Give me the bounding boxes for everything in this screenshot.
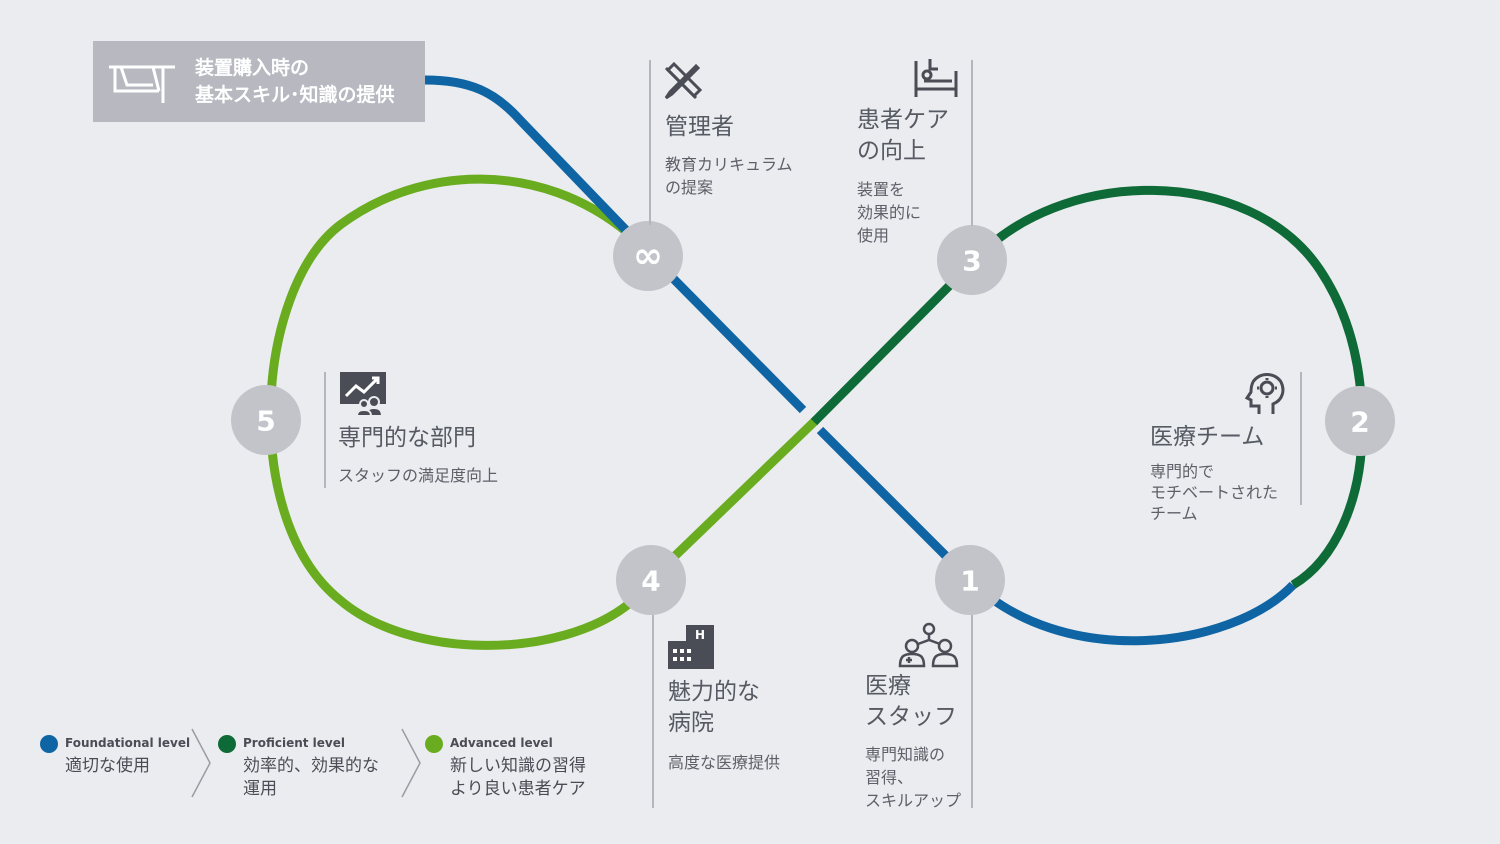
proficient-dot [218, 735, 236, 753]
node-4 [616, 545, 686, 615]
proficient-desc-2: 運用 [243, 779, 277, 799]
patient-care-section: 患者ケア の向上 装置を 効果的に 使用 [857, 105, 949, 247]
foundational-diagonal-lower [816, 426, 974, 584]
hospital-building-icon: H [668, 625, 714, 669]
node-infinity-label: ∞ [633, 236, 663, 277]
patient-care-desc-2: 効果的に [857, 203, 922, 222]
medical-staff-desc-2: 習得、 [865, 768, 914, 787]
medical-staff-divider [971, 615, 973, 808]
patient-care-desc-3: 使用 [857, 226, 890, 245]
patient-care-title-1: 患者ケア [857, 107, 949, 133]
department-desc: スタッフの満足度向上 [338, 466, 499, 485]
admin-desc-1: 教育カリキュラム [665, 155, 793, 174]
foundational-dot [40, 735, 58, 753]
proficient-diagonal [810, 259, 976, 426]
medical-team-desc-2: モチベートされた [1150, 483, 1279, 502]
banner-line-1: 装置購入時の [195, 57, 310, 79]
medical-staff-desc-3: スキルアップ [865, 791, 962, 810]
foundational-right-loop [966, 576, 1297, 646]
node-3 [937, 225, 1007, 295]
chevron-right-icon [401, 728, 421, 798]
pencil-ruler-icon [664, 61, 703, 100]
advanced-desc-2: より良い患者ケア [450, 779, 586, 799]
medical-staff-icon [898, 622, 959, 668]
foundational-entry [424, 75, 654, 259]
medical-staff-desc-1: 専門知識の [865, 745, 946, 764]
admin-desc-2: の提案 [665, 178, 714, 197]
hospital-bed-icon [914, 59, 958, 97]
node-1-label: 1 [960, 565, 979, 598]
svg-text:H: H [695, 628, 705, 642]
node-4-label: 4 [641, 565, 660, 598]
banner-line-2: 基本スキル･知識の提供 [195, 84, 395, 106]
presentation-chart-icon [340, 372, 386, 416]
medical-team-desc-1: 専門的で [1150, 462, 1215, 481]
admin-divider [649, 60, 651, 225]
hospital-section: 魅力的な 病院 高度な医療提供 [668, 677, 780, 774]
proficient-level-label: Proficient level [243, 736, 345, 750]
medical-team-title: 医療チーム [1150, 424, 1265, 450]
medical-staff-title-2: スタッフ [865, 704, 957, 730]
advanced-dot [425, 735, 443, 753]
hospital-divider [652, 615, 654, 808]
foundational-level-label: Foundational level [65, 736, 191, 750]
node-2 [1325, 386, 1395, 456]
foundational-diagonal-upper [646, 251, 807, 414]
patient-care-divider [971, 60, 973, 226]
admin-title: 管理者 [665, 114, 734, 140]
medical-team-section: 医療チーム 専門的で モチベートされた チーム [1150, 422, 1278, 524]
hospital-desc: 高度な医療提供 [668, 753, 781, 772]
start-banner: 装置購入時の 基本スキル･知識の提供 [93, 41, 425, 122]
hospital-title-1: 魅力的な [668, 679, 760, 705]
head-gear-icon [1245, 373, 1285, 414]
node-infinity [613, 221, 683, 291]
medical-staff-title-1: 医療 [865, 673, 911, 699]
proficient-desc-1: 効率的、効果的な [243, 756, 379, 776]
patient-care-desc-1: 装置を [857, 180, 906, 199]
teaching-board-icon [109, 65, 175, 103]
node-5-label: 5 [256, 405, 275, 438]
foundational-desc-1: 適切な使用 [65, 756, 150, 776]
node-3-label: 3 [962, 245, 981, 278]
patient-care-title-2: の向上 [857, 138, 926, 164]
node-2-label: 2 [1350, 406, 1369, 439]
advanced-level-label: Advanced level [450, 736, 553, 750]
medical-team-divider [1300, 372, 1302, 505]
node-1 [935, 545, 1005, 615]
hospital-title-2: 病院 [668, 710, 714, 736]
node-5 [231, 385, 301, 455]
department-section: 専門的な部門 スタッフの満足度向上 [338, 423, 498, 487]
department-divider [324, 372, 326, 488]
medical-team-desc-3: チーム [1150, 504, 1198, 523]
medical-staff-section: 医療 スタッフ 専門知識の 習得、 スキルアップ [865, 671, 961, 812]
advanced-desc-1: 新しい知識の習得 [450, 756, 586, 776]
chevron-right-icon [191, 728, 211, 798]
advanced-diagonal [646, 416, 820, 584]
proficient-right-loop [968, 185, 1367, 589]
department-title: 専門的な部門 [338, 425, 476, 451]
admin-section: 管理者 教育カリキュラム の提案 [665, 112, 793, 199]
